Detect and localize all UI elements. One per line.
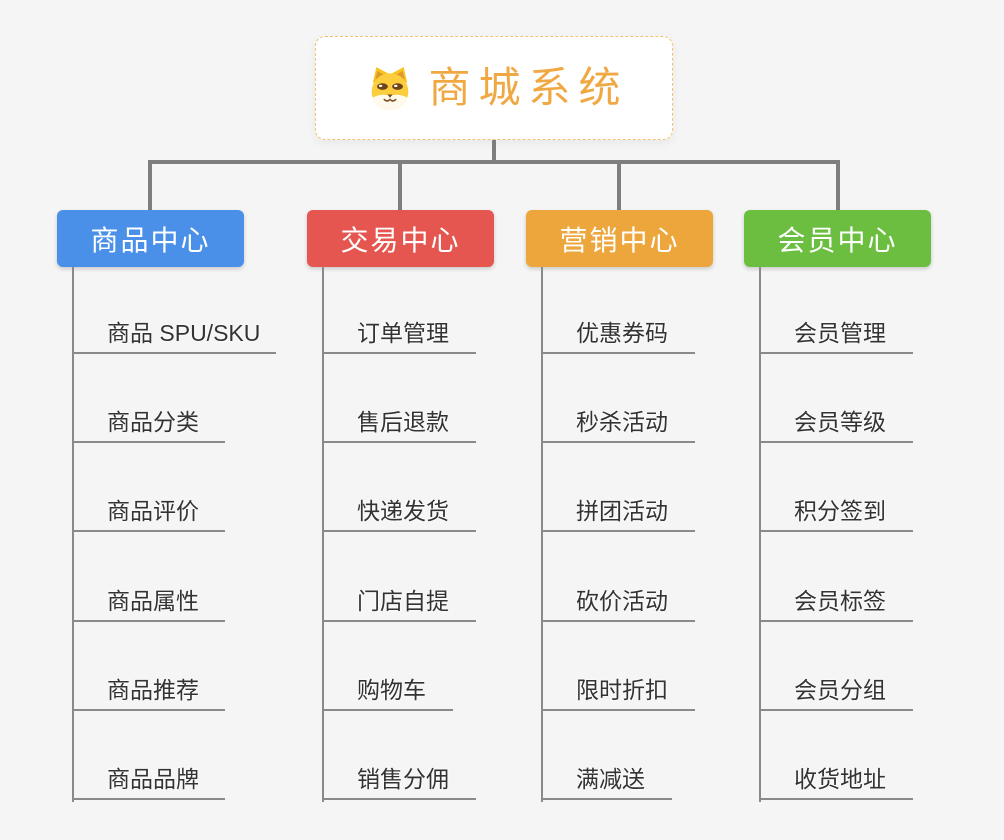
child-node-label: 购物车	[357, 677, 426, 703]
child-node-label: 商品品牌	[107, 766, 199, 792]
child-node-shopping-cart[interactable]: 购物车	[323, 673, 453, 711]
branch-children-spine	[759, 267, 761, 802]
child-node-product-review[interactable]: 商品评价	[73, 494, 225, 532]
child-node-limited-time-discount[interactable]: 限时折扣	[542, 673, 695, 711]
child-node-member-group[interactable]: 会员分组	[760, 673, 913, 711]
child-node-label: 限时折扣	[576, 677, 668, 703]
child-node-order-management[interactable]: 订单管理	[323, 316, 476, 354]
child-node-member-management[interactable]: 会员管理	[760, 316, 913, 354]
child-node-label: 砍价活动	[576, 588, 668, 614]
connector-bus	[148, 160, 840, 164]
root-title: 商城系统	[428, 64, 629, 111]
child-node-product-brand[interactable]: 商品品牌	[73, 762, 225, 800]
child-node-label: 商品 SPU/SKU	[107, 320, 261, 346]
child-node-product-category[interactable]: 商品分类	[73, 405, 225, 443]
child-node-bargain-activity[interactable]: 砍价活动	[542, 584, 695, 622]
child-node-label: 拼团活动	[576, 498, 668, 524]
child-node-label: 积分签到	[794, 498, 886, 524]
child-node-express-delivery[interactable]: 快递发货	[323, 494, 476, 532]
child-node-sales-commission[interactable]: 销售分佣	[323, 762, 476, 800]
child-node-shipping-address[interactable]: 收货地址	[760, 762, 913, 800]
child-node-label: 会员管理	[794, 320, 886, 346]
child-node-label: 收货地址	[794, 766, 886, 792]
branch-node-product-center[interactable]: 商品中心	[57, 210, 244, 267]
child-node-store-pickup[interactable]: 门店自提	[323, 584, 476, 622]
branch-node-marketing-center[interactable]: 营销中心	[526, 210, 713, 267]
child-node-label: 售后退款	[357, 409, 449, 435]
child-node-coupon-code[interactable]: 优惠券码	[542, 316, 695, 354]
child-node-product-recommend[interactable]: 商品推荐	[73, 673, 225, 711]
child-node-label: 订单管理	[357, 320, 449, 346]
child-node-label: 会员标签	[794, 588, 886, 614]
branch-node-member-center[interactable]: 会员中心	[744, 210, 931, 267]
child-node-label: 会员等级	[794, 409, 886, 435]
branch-node-trade-center[interactable]: 交易中心	[307, 210, 494, 267]
child-node-product-attribute[interactable]: 商品属性	[73, 584, 225, 622]
connector-stem	[492, 140, 496, 164]
child-node-label: 商品属性	[107, 588, 199, 614]
child-node-label: 商品评价	[107, 498, 199, 524]
child-node-label: 满减送	[576, 766, 645, 792]
child-node-member-level[interactable]: 会员等级	[760, 405, 913, 443]
branch-children-spine	[541, 267, 543, 802]
connector-drop	[398, 160, 402, 210]
child-node-label: 销售分佣	[357, 766, 449, 792]
connector-drop	[148, 160, 152, 210]
child-node-label: 优惠券码	[576, 320, 668, 346]
child-node-label: 门店自提	[357, 588, 449, 614]
connector-drop	[617, 160, 621, 210]
child-node-product-spu-sku[interactable]: 商品 SPU/SKU	[73, 316, 276, 354]
child-node-points-checkin[interactable]: 积分签到	[760, 494, 913, 532]
shiba-dog-icon	[372, 67, 409, 110]
child-node-label: 秒杀活动	[576, 409, 668, 435]
child-node-label: 商品推荐	[107, 677, 199, 703]
child-node-label: 会员分组	[794, 677, 886, 703]
connector-drop	[836, 160, 840, 210]
root-node[interactable]: 商城系统	[315, 36, 673, 140]
branch-children-spine	[322, 267, 324, 802]
child-node-label: 商品分类	[107, 409, 199, 435]
child-node-member-tag[interactable]: 会员标签	[760, 584, 913, 622]
branch-children-spine	[72, 267, 74, 802]
child-node-full-reduction[interactable]: 满减送	[542, 762, 672, 800]
child-node-group-buy[interactable]: 拼团活动	[542, 494, 695, 532]
child-node-after-sale-refund[interactable]: 售后退款	[323, 405, 476, 443]
child-node-flash-sale[interactable]: 秒杀活动	[542, 405, 695, 443]
child-node-label: 快递发货	[357, 498, 449, 524]
